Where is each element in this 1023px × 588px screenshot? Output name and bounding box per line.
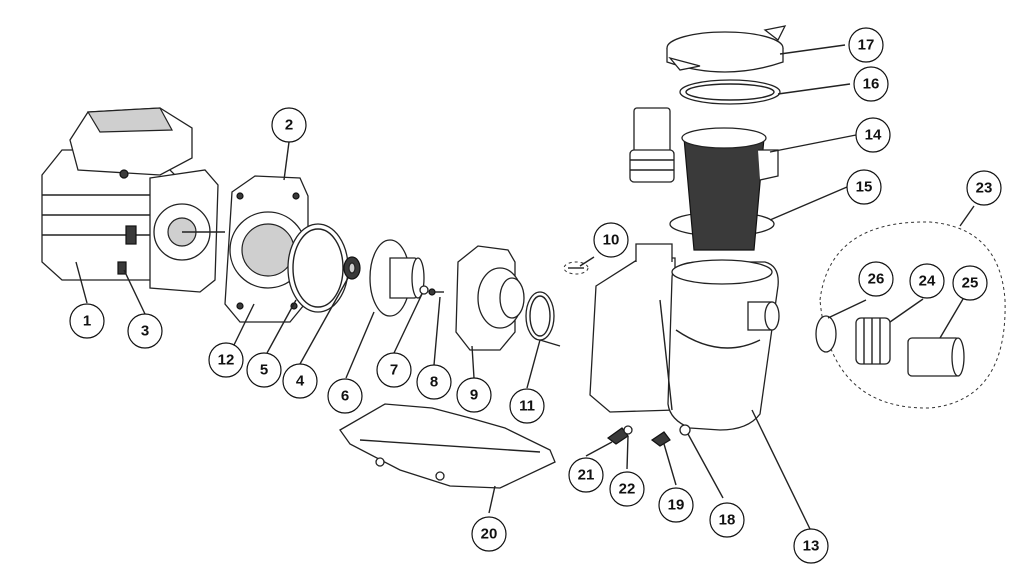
- callout-14: 14: [855, 117, 891, 153]
- callout-19: 19: [658, 487, 694, 523]
- callout-label-13: 13: [803, 538, 820, 555]
- union-nut-part: [855, 317, 891, 365]
- callout-22: 22: [609, 471, 645, 507]
- callout-2: 2: [271, 107, 307, 143]
- drain-o-ring-upper-part: [623, 425, 633, 435]
- callout-18: 18: [709, 502, 745, 538]
- union-fitting-part: [629, 107, 675, 183]
- callout-21: 21: [568, 457, 604, 493]
- callout-16: 16: [853, 66, 889, 102]
- callout-label-24: 24: [919, 273, 936, 290]
- diffuser-o-ring-part: [525, 291, 561, 347]
- motor-base-part: [339, 403, 556, 489]
- pump-housing-part: [589, 243, 780, 431]
- callout-label-20: 20: [481, 526, 498, 543]
- lid-o-ring-part: [679, 79, 781, 105]
- callout-label-16: 16: [863, 76, 880, 93]
- diffuser-part: [455, 245, 525, 351]
- callout-label-19: 19: [668, 497, 685, 514]
- tailpiece-part: [907, 337, 965, 377]
- union-o-ring-part: [815, 315, 837, 353]
- callout-8: 8: [416, 364, 452, 400]
- callout-7: 7: [376, 352, 412, 388]
- callout-label-6: 6: [341, 388, 349, 405]
- callout-20: 20: [471, 516, 507, 552]
- callout-9: 9: [456, 377, 492, 413]
- callout-23: 23: [966, 170, 1002, 206]
- callout-label-12: 12: [218, 352, 235, 369]
- callout-label-21: 21: [578, 467, 595, 484]
- callout-label-11: 11: [519, 398, 535, 415]
- callout-5: 5: [246, 352, 282, 388]
- callout-label-8: 8: [430, 374, 438, 391]
- callout-6: 6: [327, 378, 363, 414]
- callout-label-15: 15: [856, 179, 873, 196]
- callout-label-4: 4: [296, 373, 305, 390]
- callout-label-7: 7: [390, 362, 398, 379]
- drain-plug-part: [563, 261, 589, 275]
- callout-label-3: 3: [141, 323, 149, 340]
- strainer-lid-part: [666, 25, 787, 73]
- large-o-ring-part: [287, 223, 349, 313]
- callout-label-14: 14: [865, 127, 882, 144]
- motor-part: [41, 107, 225, 293]
- callout-26: 26: [858, 261, 894, 297]
- shaft-seal-part: [343, 256, 361, 280]
- callout-label-17: 17: [858, 37, 875, 54]
- callout-label-10: 10: [603, 232, 620, 249]
- drain-o-ring-part: [679, 424, 691, 436]
- callout-label-2: 2: [285, 117, 293, 134]
- impeller-screw-part: [428, 288, 444, 296]
- drain-plug-lower-part: [650, 431, 671, 447]
- callout-10: 10: [593, 222, 629, 258]
- callout-25: 25: [952, 265, 988, 301]
- callout-label-1: 1: [83, 313, 91, 330]
- leader-lines: [75, 44, 975, 530]
- callout-label-5: 5: [260, 362, 268, 379]
- impeller-part: [369, 239, 425, 317]
- impeller-washer-part: [419, 285, 429, 295]
- callout-label-25: 25: [962, 275, 979, 292]
- callout-24: 24: [909, 263, 945, 299]
- callout-12: 12: [208, 342, 244, 378]
- callout-13: 13: [793, 528, 829, 564]
- mount-screw-part: [117, 261, 127, 275]
- strainer-basket-part: [681, 127, 779, 251]
- callout-label-9: 9: [470, 387, 478, 404]
- callout-label-22: 22: [619, 481, 636, 498]
- callout-1: 1: [69, 303, 105, 339]
- callout-label-18: 18: [719, 512, 736, 529]
- callout-3: 3: [127, 313, 163, 349]
- callout-label-23: 23: [976, 180, 993, 197]
- callout-15: 15: [846, 169, 882, 205]
- callout-4: 4: [282, 363, 318, 399]
- callout-11: 11: [509, 388, 545, 424]
- callout-label-26: 26: [868, 271, 885, 288]
- callout-17: 17: [848, 27, 884, 63]
- optional-kit-region: [819, 221, 1006, 409]
